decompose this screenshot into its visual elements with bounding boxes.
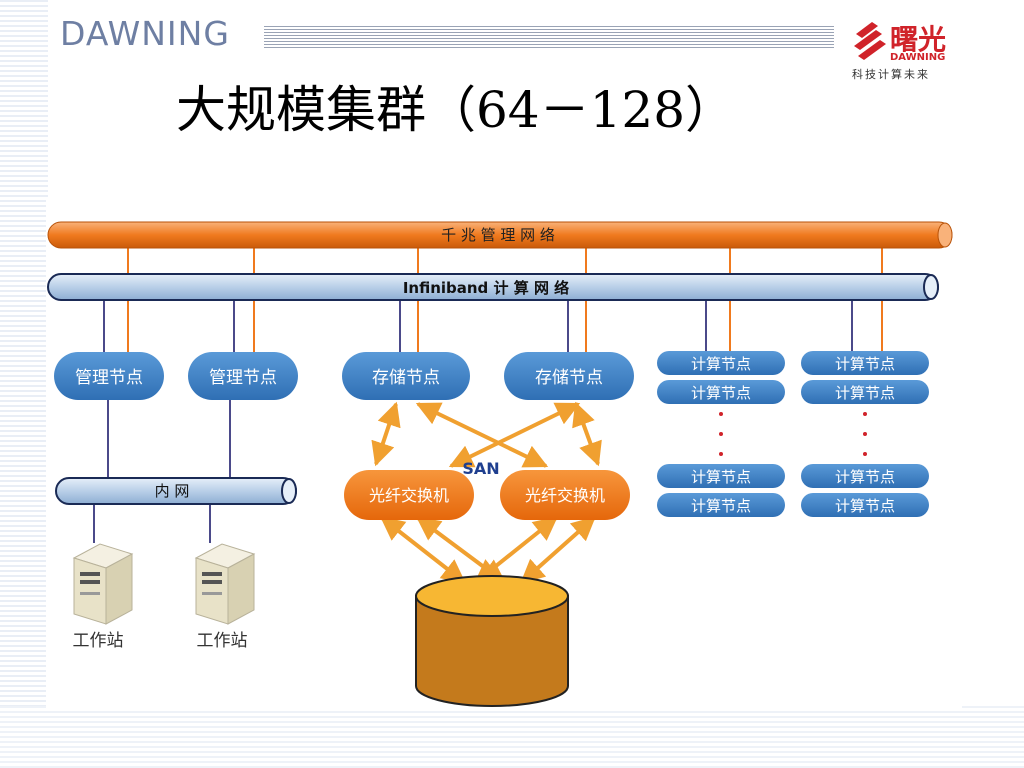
mgmt-node-label: 管理节点 [209, 368, 277, 388]
slide-title: 大规模集群（64－128） [176, 81, 736, 139]
logo-chinese-text: 曙光 [890, 23, 947, 56]
san-label: SAN [462, 459, 499, 478]
compute-node: 计算节点 [657, 380, 785, 404]
compute-node-label: 计算节点 [835, 355, 895, 373]
compute-node-label: 计算节点 [835, 468, 895, 486]
logo-english-text: DAWNING [890, 52, 946, 63]
compute-node-label: 计算节点 [835, 384, 895, 402]
san-links [371, 401, 602, 584]
compute-node-label: 计算节点 [691, 384, 751, 402]
compute-network-pipe: Infiniband 计 算 网 络 [47, 273, 939, 301]
compute-node-label: 计算节点 [691, 355, 751, 373]
mgmt-node: 管理节点 [188, 352, 298, 400]
compute-node-column-1: 计算节点 计算节点 计算节点 计算节点 [657, 351, 785, 517]
header-rule [264, 26, 834, 48]
ellipsis-dots [719, 412, 723, 456]
fc-switch: 光纤交换机 [500, 470, 630, 520]
compute-node: 计算节点 [801, 464, 929, 488]
workstation-label: 工作站 [197, 631, 248, 651]
compute-node: 计算节点 [657, 351, 785, 375]
compute-node: 计算节点 [801, 380, 929, 404]
fc-switch-label: 光纤交换机 [525, 486, 605, 505]
storage-node-label: 存储节点 [535, 368, 603, 388]
workstation-icon [194, 543, 256, 625]
mgmt-network-pipe: 千 兆 管 理 网 络 [47, 221, 953, 249]
workstation-label: 工作站 [73, 631, 124, 651]
compute-node: 计算节点 [801, 351, 929, 375]
mgmt-network-links [127, 246, 883, 363]
internal-network-links [93, 398, 231, 543]
compute-node: 计算节点 [801, 493, 929, 517]
ellipsis-dots [863, 412, 867, 456]
storage-node: 存储节点 [342, 352, 470, 400]
fc-switch-label: 光纤交换机 [369, 486, 449, 505]
brand-wordmark: DAWNING [60, 14, 230, 53]
storage-array-icon [415, 575, 569, 707]
compute-network-links [103, 300, 853, 363]
logo-slogan: 科技计算未来 [852, 68, 930, 81]
mgmt-node: 管理节点 [54, 352, 164, 400]
fc-switch: 光纤交换机 [344, 470, 474, 520]
compute-node-column-2: 计算节点 计算节点 计算节点 计算节点 [801, 351, 929, 517]
storage-node-label: 存储节点 [372, 368, 440, 388]
workstation-icon [72, 543, 134, 625]
cluster-diagram: 千 兆 管 理 网 络 Infiniband 计 算 网 络 管理节点 管理节点… [46, 198, 962, 708]
compute-node-label: 计算节点 [691, 468, 751, 486]
background-stripes [0, 0, 48, 768]
compute-node: 计算节点 [657, 464, 785, 488]
mgmt-network-label: 千 兆 管 理 网 络 [441, 226, 555, 244]
compute-node-label: 计算节点 [835, 497, 895, 515]
storage-node: 存储节点 [504, 352, 634, 400]
compute-node-label: 计算节点 [691, 497, 751, 515]
background-stripes-bottom [0, 706, 1024, 768]
mgmt-node-label: 管理节点 [75, 368, 143, 388]
logo-mark-icon [854, 22, 886, 60]
dawning-logo: 曙光 DAWNING 科技计算未来 [852, 18, 972, 88]
internal-network-label: 内 网 [155, 482, 190, 500]
compute-network-label: Infiniband 计 算 网 络 [403, 279, 569, 297]
internal-network-pipe: 内 网 [55, 477, 297, 505]
compute-node: 计算节点 [657, 493, 785, 517]
cluster-diagram-svg: 千 兆 管 理 网 络 Infiniband 计 算 网 络 管理节点 管理节点… [47, 221, 953, 707]
